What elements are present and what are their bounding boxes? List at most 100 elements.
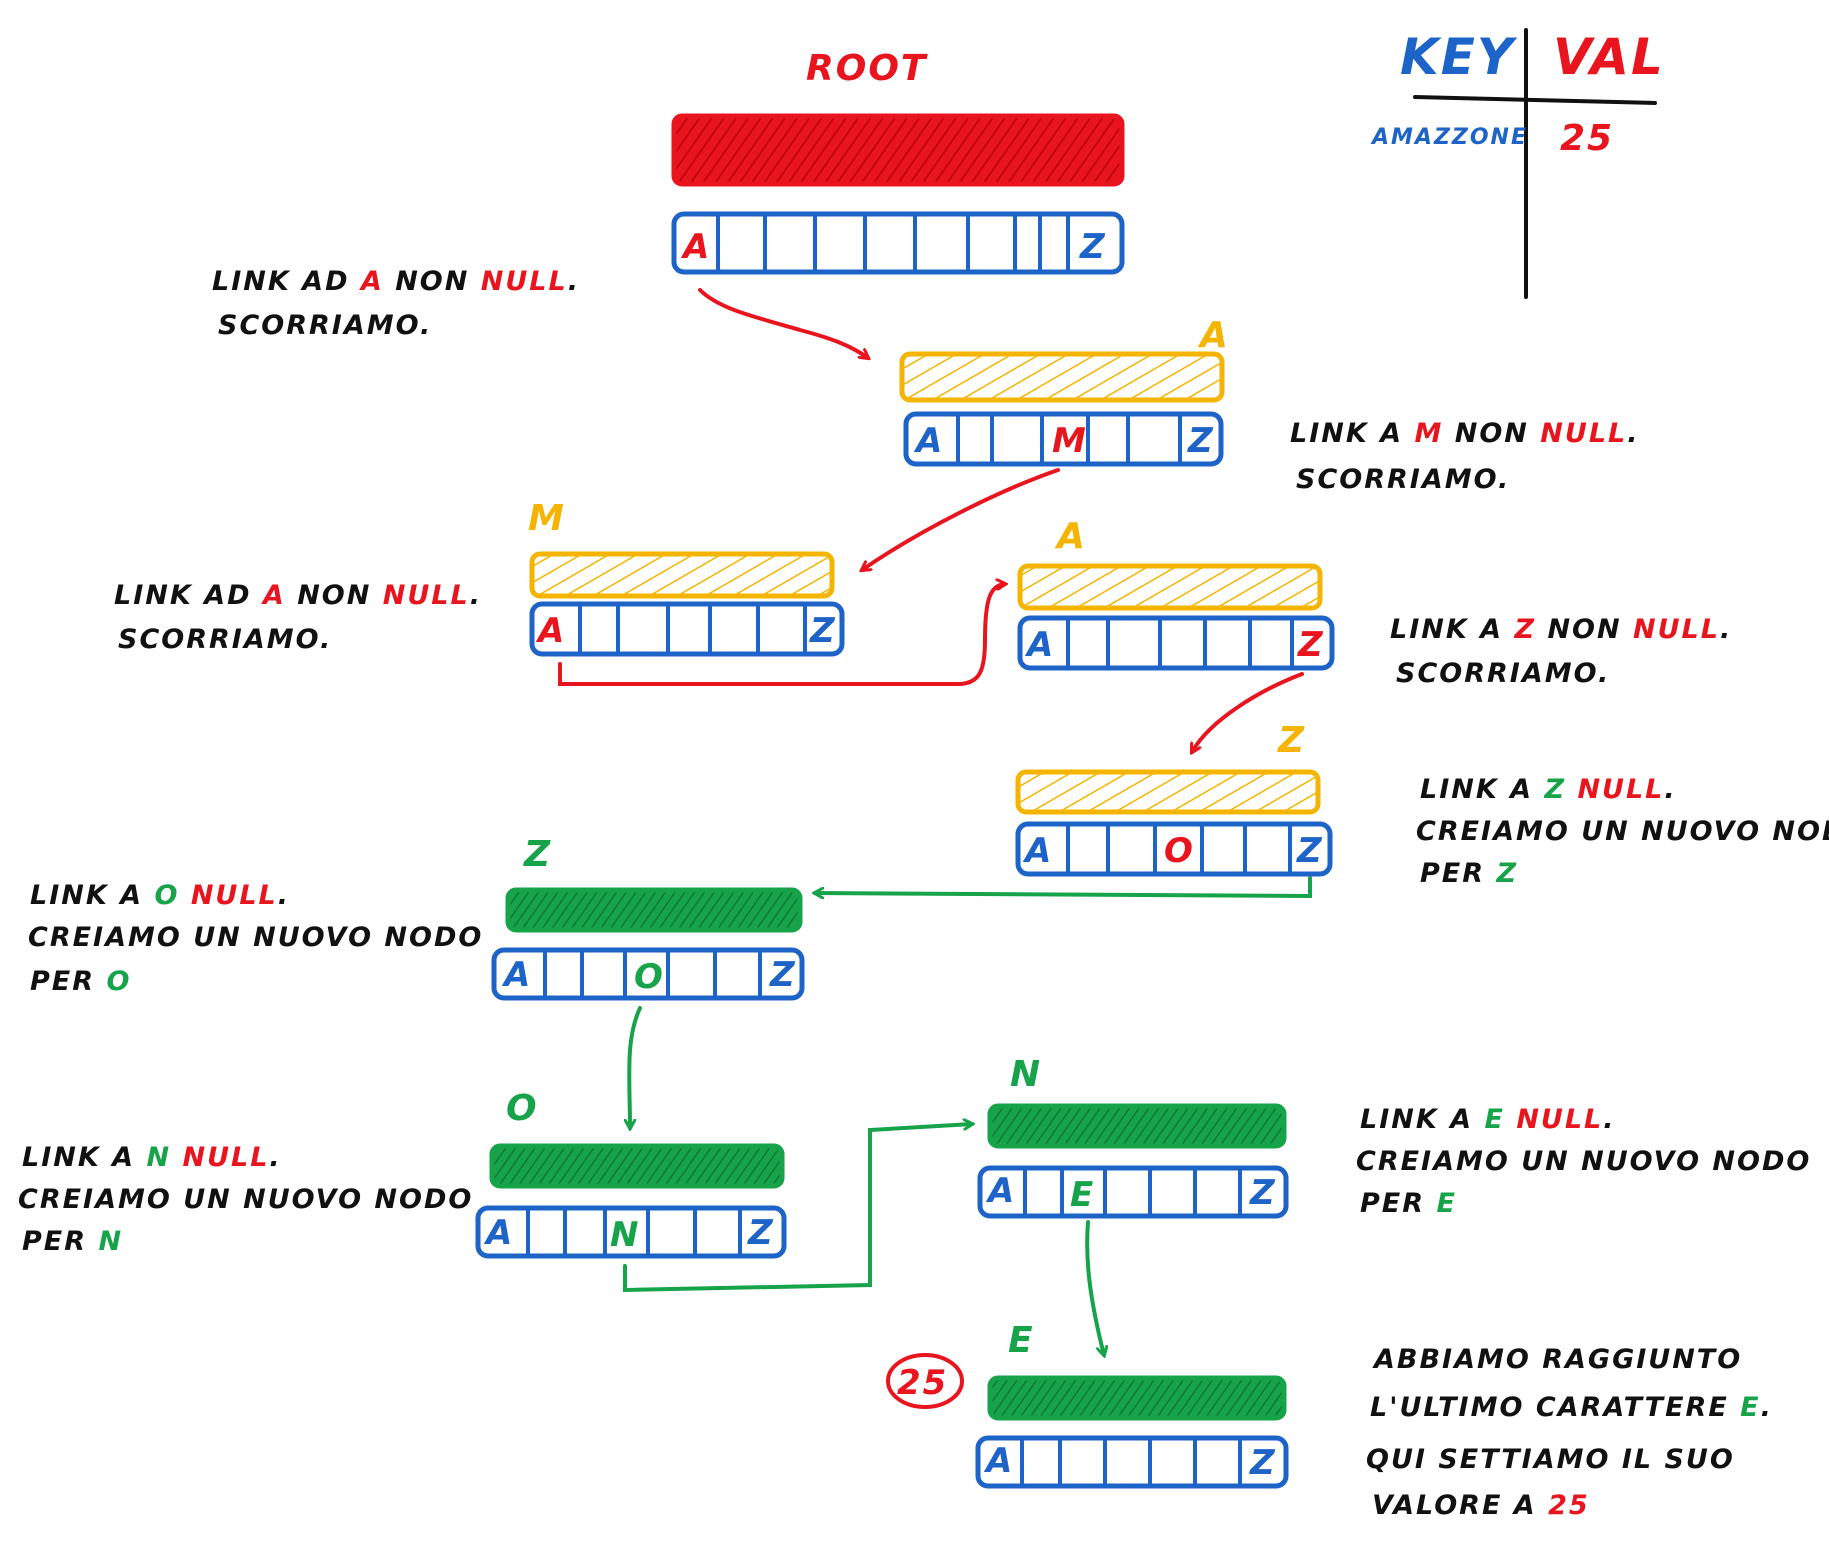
node-z2-header-block: [505, 887, 803, 933]
note-1-line-2: SCORRIAMO.: [218, 310, 432, 341]
node-a1-cell-z: Z: [1187, 421, 1215, 461]
node-e-cell-a: A: [983, 1441, 1014, 1481]
node-n-array-outline: [977, 1165, 1289, 1219]
node-z1-array-outline: [1015, 821, 1333, 877]
note-5-line-3: PER Z: [1420, 858, 1518, 889]
node-n-header-block: [987, 1103, 1287, 1149]
note-3: LINK AD A NON NULL. SCORRIAMO.: [114, 580, 482, 655]
node-e-value-circle: [886, 1353, 964, 1409]
note-7-line-2: CREIAMO UN NUOVO NODO: [18, 1184, 473, 1215]
node-m-cell-a: A: [535, 611, 566, 651]
note-3-line-2: SCORRIAMO.: [118, 624, 332, 655]
node-z1-label: Z: [1277, 720, 1306, 761]
root-label: ROOT: [806, 48, 928, 89]
node-e-new: E 25 A Z: [886, 1320, 1289, 1489]
node-o-cell-a: A: [483, 1213, 514, 1253]
note-4: LINK A Z NON NULL. SCORRIAMO.: [1390, 614, 1730, 689]
node-z1-cell-a: A: [1022, 831, 1053, 871]
key-value-table: KEY VAL AMAZZONE 25: [1370, 28, 1665, 299]
node-m-label: M: [528, 498, 566, 539]
node-a2-header-block: [1017, 563, 1323, 611]
node-a2-cell-z: Z: [1297, 625, 1325, 665]
node-z1-cell-z: Z: [1296, 831, 1324, 871]
node-m-array-outline: [529, 601, 845, 657]
node-m: M A Z: [528, 498, 845, 657]
note-9: ABBIAMO RAGGIUNTO L'ULTIMO CARATTERE E. …: [1366, 1344, 1773, 1521]
node-root: ROOT A Z: [671, 48, 1125, 275]
node-n-cell-z: Z: [1249, 1173, 1277, 1213]
node-n-cell-a: A: [985, 1171, 1016, 1211]
note-4-line-2: SCORRIAMO.: [1396, 658, 1610, 689]
node-o-label: O: [506, 1088, 539, 1129]
node-a2-array: A Z: [1017, 615, 1335, 671]
node-a2-cell-a: A: [1024, 625, 1055, 665]
node-z2-cell-a: A: [501, 955, 532, 995]
node-z1-array: A O Z: [1015, 821, 1333, 877]
note-8-line-1: LINK A E NULL.: [1360, 1104, 1616, 1135]
node-a1-header-block: [899, 351, 1225, 403]
node-n-cell-e: E: [1070, 1175, 1095, 1215]
arrow-a2-to-z1: [1192, 672, 1304, 752]
node-o-cell-z: Z: [747, 1213, 775, 1253]
node-a2-array-outline: [1017, 615, 1335, 671]
arrow-m-to-a2: [558, 584, 1005, 686]
note-2: LINK A M NON NULL. SCORRIAMO.: [1290, 418, 1640, 495]
node-o-header-block: [489, 1143, 785, 1189]
node-z2-array-outline: [491, 947, 805, 1001]
note-9-line-4: VALORE A 25: [1372, 1490, 1590, 1521]
node-o-array: A N Z: [475, 1205, 787, 1259]
node-a1-cell-m: M: [1052, 421, 1088, 461]
node-a-level3: A A Z: [1017, 516, 1335, 671]
note-2-line-2: SCORRIAMO.: [1296, 464, 1510, 495]
node-z2-cell-z: Z: [769, 955, 797, 995]
note-8: LINK A E NULL. CREIAMO UN NUOVO NODO PER…: [1356, 1104, 1809, 1219]
arrow-a1-to-m: [862, 468, 1060, 570]
val-value-25: 25: [1560, 118, 1614, 159]
node-a1-label: A: [1197, 315, 1230, 356]
node-z1-cell-o: O: [1164, 831, 1195, 871]
node-e-array-outline: [975, 1435, 1289, 1489]
node-z-level4: Z A O Z: [1015, 720, 1333, 877]
node-a1-array-outline: [903, 411, 1224, 467]
node-e-label: E: [1008, 1320, 1035, 1361]
node-o-cell-n: N: [610, 1215, 640, 1255]
root-cell-a: A: [680, 227, 711, 267]
node-z2-label: Z: [523, 834, 552, 875]
arrow-z2-to-o: [629, 1006, 642, 1128]
note-6-line-2: CREIAMO UN NUOVO NODO: [28, 922, 483, 953]
root-array: A Z: [671, 211, 1125, 275]
note-5-line-2: CREIAMO UN NUOVO NODO: [1416, 816, 1829, 847]
node-n-new: N A E Z: [977, 1054, 1289, 1219]
node-e-array: A Z: [975, 1435, 1289, 1489]
key-header: KEY: [1400, 28, 1518, 86]
note-6: LINK A O NULL. CREIAMO UN NUOVO NODO PER…: [28, 880, 483, 997]
note-5: LINK A Z NULL. CREIAMO UN NUOVO NODO PER…: [1416, 774, 1829, 889]
node-e-value: 25: [897, 1363, 948, 1403]
note-9-line-1: ABBIAMO RAGGIUNTO: [1372, 1344, 1742, 1375]
arrow-root-to-a1: [698, 288, 868, 358]
key-value-amazzone: AMAZZONE: [1370, 125, 1528, 150]
note-5-line-1: LINK A Z NULL.: [1420, 774, 1677, 805]
note-1-line-1: LINK AD A NON NULL.: [212, 266, 580, 297]
root-header-block: [671, 113, 1125, 187]
note-9-line-2: L'ULTIMO CARATTERE E.: [1370, 1392, 1773, 1423]
node-o-array-outline: [475, 1205, 787, 1259]
node-m-cell-z: Z: [809, 611, 837, 651]
link-arrows: [558, 288, 1312, 1355]
note-3-line-1: LINK AD A NON NULL.: [114, 580, 482, 611]
node-o-new: O A N Z: [475, 1088, 787, 1259]
note-6-line-1: LINK A O NULL.: [30, 880, 290, 911]
val-header: VAL: [1553, 28, 1665, 86]
node-z2-cell-o: O: [634, 957, 665, 997]
node-z2-array: A O Z: [491, 947, 805, 1001]
node-a2-label: A: [1054, 516, 1087, 557]
node-n-label: N: [1010, 1054, 1042, 1095]
note-1: LINK AD A NON NULL. SCORRIAMO.: [212, 266, 580, 341]
note-2-line-1: LINK A M NON NULL.: [1290, 418, 1640, 449]
root-array-outline: [671, 211, 1125, 275]
node-e-header-block: [987, 1375, 1287, 1421]
root-cell-z: Z: [1079, 227, 1107, 267]
node-a1-cell-a: A: [913, 421, 944, 461]
note-7: LINK A N NULL. CREIAMO UN NUOVO NODO PER…: [18, 1142, 473, 1257]
